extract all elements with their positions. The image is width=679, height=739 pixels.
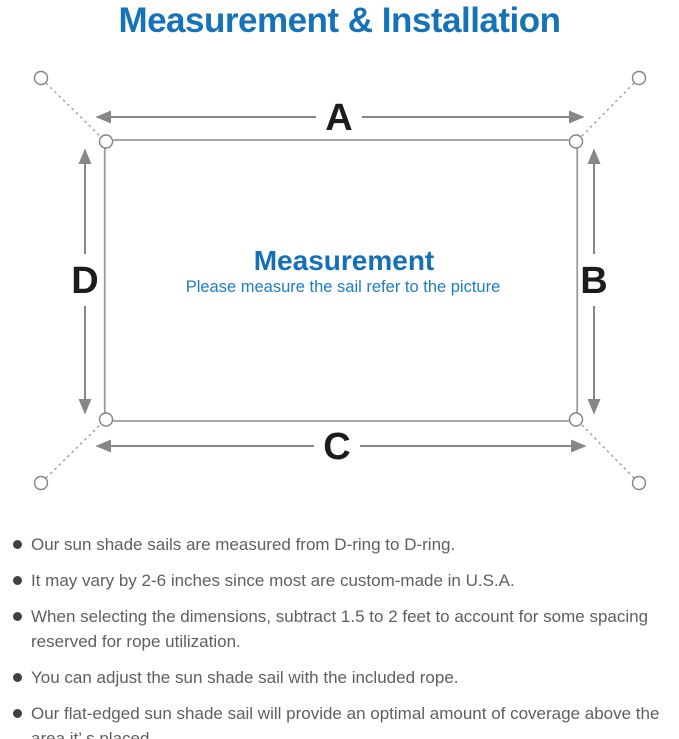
anchor-point-top-right-icon bbox=[631, 70, 647, 86]
bullet-icon bbox=[13, 673, 22, 682]
note-text: When selecting the dimensions, subtract … bbox=[31, 607, 649, 651]
list-item: When selecting the dimensions, subtract … bbox=[13, 604, 668, 654]
rope-line-bottom-right bbox=[580, 423, 635, 479]
list-item: You can adjust the sun shade sail with t… bbox=[13, 665, 668, 690]
d-ring-bottom-left-icon bbox=[98, 412, 114, 427]
note-text: Our sun shade sails are measured from D-… bbox=[31, 535, 456, 554]
list-item: Our sun shade sails are measured from D-… bbox=[13, 532, 668, 557]
notes-list: Our sun shade sails are measured from D-… bbox=[13, 532, 668, 739]
d-ring-top-left-icon bbox=[98, 134, 114, 149]
note-text: Our flat-edged sun shade sail will provi… bbox=[31, 704, 660, 739]
list-item: It may vary by 2-6 inches since most are… bbox=[13, 568, 668, 593]
center-heading: Measurement bbox=[254, 245, 435, 276]
anchor-point-bottom-left-icon bbox=[33, 475, 49, 491]
list-item: Our flat-edged sun shade sail will provi… bbox=[13, 701, 668, 739]
anchor-point-bottom-right-icon bbox=[631, 475, 647, 491]
dimension-label-a: A bbox=[325, 97, 352, 139]
note-text: It may vary by 2-6 inches since most are… bbox=[31, 571, 515, 590]
d-ring-top-right-icon bbox=[568, 134, 584, 149]
rope-line-top-left bbox=[45, 82, 102, 138]
rope-line-bottom-left bbox=[45, 423, 102, 479]
rope-line-top-right bbox=[580, 82, 635, 138]
bullet-icon bbox=[13, 540, 22, 549]
measurement-diagram: A C D B Measurement Please measure the s… bbox=[33, 70, 647, 491]
anchor-point-top-left-icon bbox=[33, 70, 49, 86]
page-title: Measurement & Installation bbox=[118, 1, 561, 40]
d-ring-bottom-right-icon bbox=[568, 412, 584, 427]
center-subtitle: Please measure the sail refer to the pic… bbox=[186, 278, 501, 296]
bullet-icon bbox=[13, 612, 22, 621]
dimension-label-d: D bbox=[71, 260, 98, 302]
note-text: You can adjust the sun shade sail with t… bbox=[31, 668, 459, 687]
dimension-label-c: C bbox=[323, 426, 350, 468]
dimension-label-b: B bbox=[580, 260, 607, 302]
bullet-icon bbox=[13, 576, 22, 585]
bullet-icon bbox=[13, 709, 22, 718]
sail-outline bbox=[103, 139, 579, 422]
